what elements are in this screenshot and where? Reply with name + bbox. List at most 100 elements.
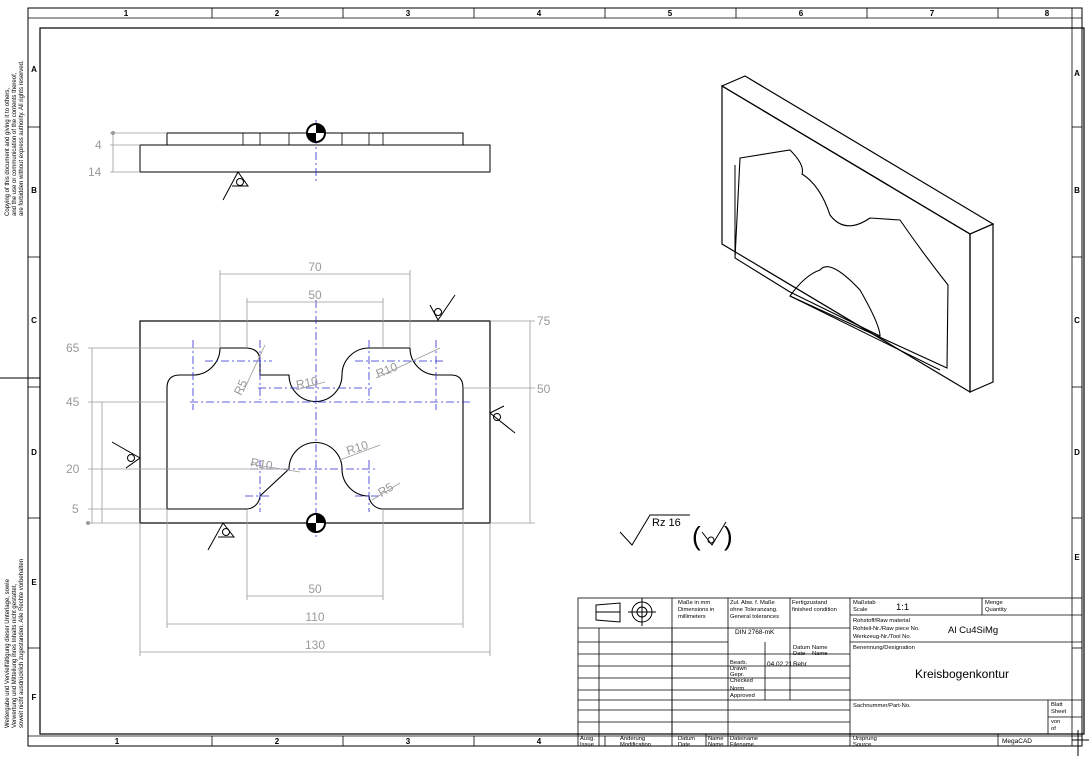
svg-text:Quantity: Quantity (985, 607, 1007, 613)
col-label: 4 (537, 737, 542, 746)
svg-text:Werkzeug-Nr./Tool No.: Werkzeug-Nr./Tool No. (853, 634, 912, 640)
svg-text:Verwertung und Mitteilung ihre: Verwertung und Mitteilung ihres Inhalts … (12, 584, 18, 728)
dim-65: 65 (66, 341, 80, 355)
paren-close: ) (724, 521, 733, 551)
title-block: Maße in mm Dimensions in millimeters Zul… (577, 597, 1083, 748)
drawn-name: Behr (793, 661, 808, 668)
dim-110: 110 (305, 610, 324, 624)
col-label: 3 (406, 9, 411, 18)
surface-symbol-top (429, 294, 456, 321)
dim-130: 130 (305, 638, 325, 652)
col-label: 1 (124, 9, 129, 18)
paren-open: ( (692, 521, 701, 551)
material: Al Cu4SiMg (948, 625, 998, 636)
roughness-value: Rz 16 (652, 517, 681, 529)
svg-text:Datum: Datum (793, 645, 810, 651)
svg-text:Copying of this document and g: Copying of this document and giving it t… (5, 88, 11, 216)
svg-text:Änderung: Änderung (620, 735, 645, 742)
svg-text:Dateiname: Dateiname (730, 736, 758, 742)
radius-r10-top-right: R10 (374, 359, 400, 380)
drawn-date: 04.02.21 (767, 661, 793, 668)
inner-frame (39, 27, 1085, 735)
isometric-view (720, 75, 995, 394)
dim-50-bottom: 50 (308, 582, 322, 596)
svg-text:Maßstab: Maßstab (853, 600, 876, 606)
svg-text:Name: Name (708, 742, 723, 748)
svg-text:Dimensions in: Dimensions in (678, 607, 714, 613)
dim-5: 5 (72, 502, 79, 516)
svg-text:Scale: Scale (853, 607, 868, 613)
col-label: 7 (930, 9, 935, 18)
german-note: Weitergabe und Vervielfältigung dieser U… (5, 559, 25, 728)
row-label: E (31, 578, 37, 587)
radius-r10-top-mid: R10 (295, 374, 320, 392)
general-roughness-spec: Rz 16 ( ) (619, 514, 733, 551)
col-label: 3 (406, 737, 411, 746)
row-label: C (31, 316, 37, 325)
svg-text:Approved: Approved (730, 693, 755, 699)
svg-text:Zul. Abw. f. Maße: Zul. Abw. f. Maße (730, 600, 775, 606)
dim-45: 45 (66, 395, 80, 409)
radius-r5-low: R5 (376, 480, 397, 500)
designation: Kreisbogenkontur (915, 667, 1009, 681)
svg-text:Ausg.: Ausg. (580, 736, 595, 742)
svg-text:Filename: Filename (730, 742, 754, 748)
col-label: 6 (799, 9, 804, 18)
svg-text:Norm: Norm (730, 686, 744, 692)
dim-4: 4 (95, 138, 102, 152)
svg-text:General tolerances: General tolerances (730, 614, 779, 620)
dim-50-top: 50 (308, 288, 322, 302)
row-label: D (31, 448, 37, 457)
radius-r10-low-left: R10 (249, 455, 273, 473)
dim-14: 14 (88, 165, 102, 179)
surface-symbol-right (489, 405, 516, 434)
svg-text:Name: Name (708, 736, 723, 742)
svg-text:Date: Date (793, 651, 805, 657)
svg-text:Ursprung: Ursprung (853, 736, 877, 742)
svg-text:ohne Toleranzang.: ohne Toleranzang. (730, 607, 778, 613)
row-label: A (31, 65, 37, 74)
row-label: F (32, 693, 37, 702)
svg-text:von: von (1051, 719, 1060, 725)
scale-value: 1:1 (896, 602, 909, 613)
row-label: B (31, 186, 37, 195)
svg-text:Checked: Checked (730, 678, 753, 684)
dim-75: 75 (537, 314, 551, 328)
row-label: E (1074, 553, 1080, 562)
svg-text:Name: Name (812, 645, 827, 651)
col-label: 5 (668, 9, 673, 18)
col-label: 2 (275, 9, 280, 18)
upper-pocket-contour (166, 347, 464, 403)
svg-text:Sachnummer/Part-No.: Sachnummer/Part-No. (853, 703, 911, 709)
svg-text:Gepr.: Gepr. (730, 672, 745, 678)
dim-50-right: 50 (537, 382, 551, 396)
row-label: C (1074, 316, 1080, 325)
svg-text:millimeters: millimeters (678, 614, 706, 620)
surface-symbol (222, 171, 249, 201)
svg-text:soweit nicht ausdrücklich zuge: soweit nicht ausdrücklich zugestanden. A… (19, 559, 25, 728)
dim-70: 70 (308, 260, 322, 274)
svg-text:Rohteil-Nr./Raw piece No.: Rohteil-Nr./Raw piece No. (853, 626, 920, 632)
radius-r5-top: R5 (231, 377, 250, 397)
radius-r10-low-right: R10 (345, 438, 371, 458)
lower-pocket-contour (166, 402, 464, 510)
zone-labels: 1 2 3 4 5 6 7 8 1 2 3 4 A B C D E F A B … (31, 9, 1080, 746)
front-view (139, 300, 491, 540)
dim-20: 20 (66, 462, 80, 476)
col-label: 1 (115, 737, 120, 746)
col-label: 4 (537, 9, 542, 18)
svg-text:Blatt: Blatt (1051, 702, 1063, 708)
plate-outline (139, 320, 491, 524)
projection-symbol (595, 598, 656, 626)
svg-text:Datum: Datum (678, 736, 695, 742)
svg-text:Drawn: Drawn (730, 666, 747, 672)
svg-text:Benennung/Designation: Benennung/Designation (853, 645, 915, 651)
col-label: 2 (275, 737, 280, 746)
copyright-note: Copying of this document and giving it t… (5, 60, 25, 216)
cad-system: MegaCAD (1002, 738, 1032, 745)
tolerance-standard: DIN 2768-mK (735, 629, 775, 636)
row-label: B (1074, 186, 1080, 195)
row-label: A (1074, 69, 1080, 78)
svg-text:Menge: Menge (985, 600, 1003, 606)
